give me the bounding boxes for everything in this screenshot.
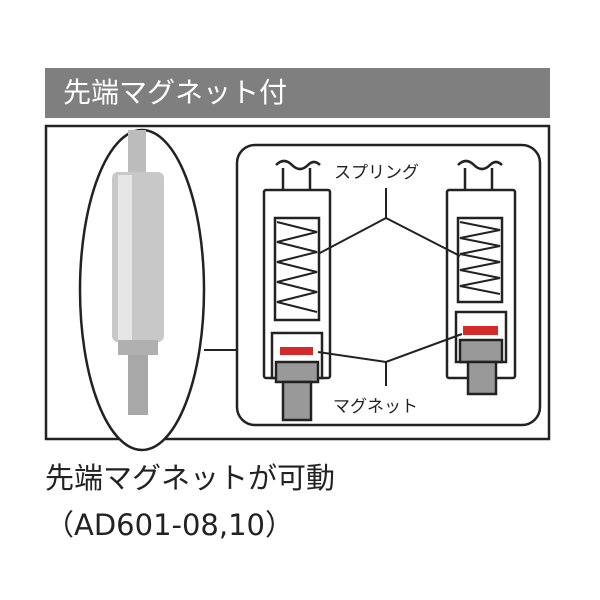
- spring-label: スプリング: [334, 163, 419, 183]
- section-header: 先端マグネット付: [45, 68, 550, 118]
- magnet-right: [463, 326, 498, 335]
- magnet-left: [280, 347, 313, 355]
- cylinder-right: [445, 159, 517, 396]
- caption-model: （AD601-08,10）: [45, 508, 295, 542]
- caption-line1: 先端マグネットが可動: [45, 461, 336, 495]
- cylinder-left: [262, 159, 332, 422]
- leader-lines: [317, 188, 463, 386]
- magnet-label: マグネット: [333, 397, 418, 417]
- bit-closeup: [78, 128, 237, 452]
